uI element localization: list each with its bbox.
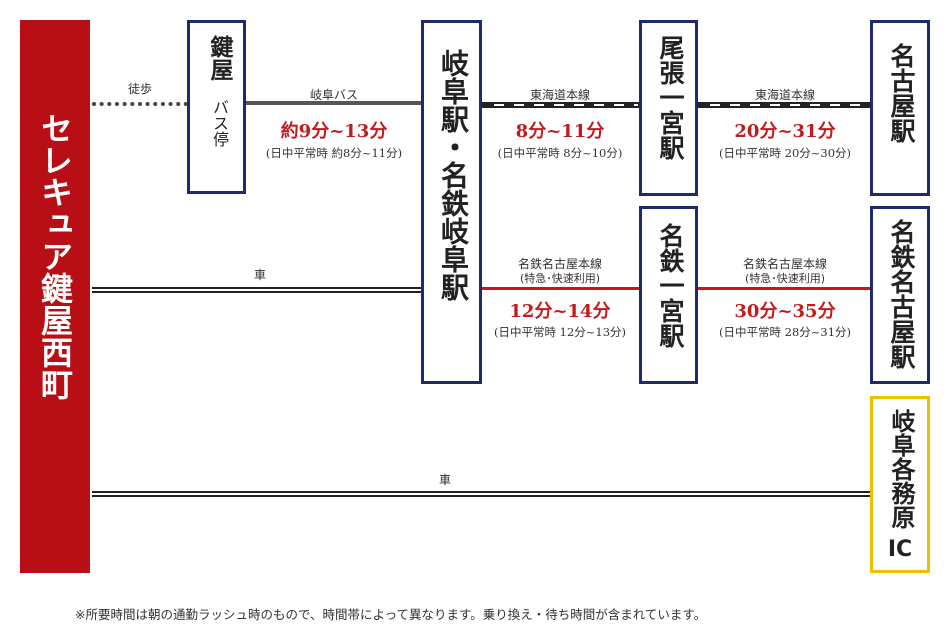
tokaido-label-2: 東海道本線: [754, 88, 816, 102]
station-owari: 尾張一宮駅: [639, 20, 698, 196]
origin-title: セレキュア鍵屋西町: [36, 112, 74, 400]
car-label-1: 車: [253, 268, 267, 282]
bus-label: 岐阜バス: [309, 88, 359, 102]
station-gifu-name: 岐阜駅・名鉄岐阜駅: [437, 49, 470, 301]
tokaido-sub-1: (日中平常時 8分~10分): [497, 146, 623, 160]
footnote: ※所要時間は朝の通勤ラッシュ時のもので、時間帯によって異なります。乗り換え・待ち…: [75, 607, 707, 622]
tokaido-time-1: 8分~11分: [515, 121, 605, 142]
tokaido-line-2: [698, 102, 870, 108]
station-meitetsu-ichinomiya-name: 名鉄一宮駅: [656, 223, 685, 348]
station-kagiya-bus-suffix: バス停: [210, 99, 229, 147]
car-line-2: [92, 491, 870, 497]
tokaido-time-2: 20分~31分: [734, 121, 836, 142]
station-ic-suffix: IC: [887, 537, 913, 562]
tokaido-label-1: 東海道本線: [529, 88, 591, 102]
meitetsu-line-1: [482, 287, 640, 290]
walk-line: [92, 102, 188, 106]
station-kagiya-bus: 鍵屋 バス停: [187, 20, 246, 194]
station-ic: 岐阜各務原 IC: [870, 396, 930, 573]
station-ic-name: 岐阜各務原: [887, 409, 915, 529]
station-gifu: 岐阜駅・名鉄岐阜駅: [421, 20, 482, 384]
car-line-1: [92, 287, 422, 293]
bus-time: 約9分~13分: [280, 121, 388, 142]
meitetsu-label-1: 名鉄名古屋本線: [517, 257, 603, 271]
meitetsu-sub-2: (日中平常時 28分~31分): [718, 325, 852, 339]
station-nagoya-name: 名古屋駅: [887, 43, 916, 143]
car-label-2: 車: [438, 473, 452, 487]
meitetsu-time-1: 12分~14分: [509, 301, 611, 322]
meitetsu-line-2: [698, 287, 870, 290]
station-owari-name: 尾張一宮駅: [656, 35, 685, 160]
origin-bar: [20, 20, 90, 573]
meitetsu-label2-1: (特急･快速利用): [519, 272, 601, 285]
station-kagiya-bus-name: 鍵屋: [206, 35, 232, 81]
station-meitetsu-nagoya: 名鉄名古屋駅: [870, 206, 930, 384]
meitetsu-time-2: 30分~35分: [734, 301, 836, 322]
meitetsu-label2-2: (特急･快速利用): [744, 272, 826, 285]
meitetsu-label-2: 名鉄名古屋本線: [742, 257, 828, 271]
bus-line: [246, 101, 422, 105]
station-nagoya: 名古屋駅: [870, 20, 930, 196]
meitetsu-sub-1: (日中平常時 12分~13分): [493, 325, 627, 339]
tokaido-sub-2: (日中平常時 20分~30分): [718, 146, 852, 160]
station-meitetsu-nagoya-name: 名鉄名古屋駅: [887, 219, 916, 369]
station-meitetsu-ichinomiya: 名鉄一宮駅: [639, 206, 698, 384]
walk-label: 徒歩: [127, 82, 153, 96]
bus-sub: (日中平常時 約8分~11分): [265, 146, 403, 160]
